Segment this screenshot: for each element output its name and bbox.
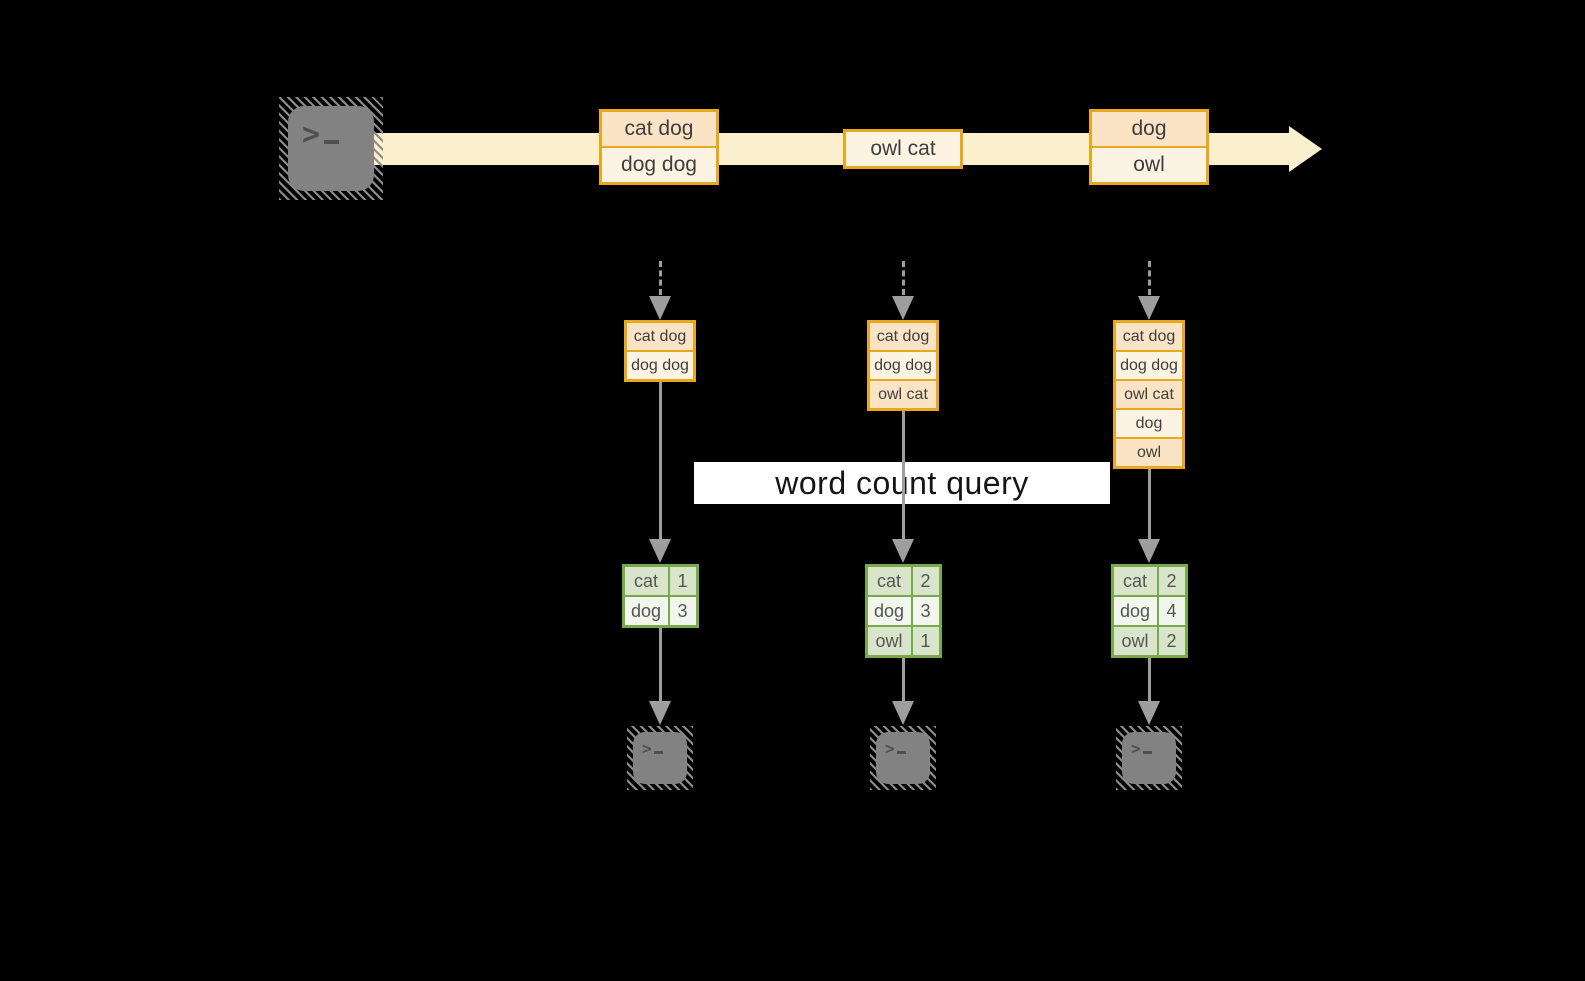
stream-batch-row: dog dog bbox=[602, 146, 716, 182]
output-terminal-icon: > bbox=[1116, 726, 1182, 790]
input-stream-arrow-head bbox=[1289, 126, 1322, 172]
dashed-arrow-line bbox=[658, 261, 662, 295]
dashed-arrow-head bbox=[649, 296, 671, 320]
state-row: owl bbox=[1116, 437, 1182, 466]
output-arrow-line bbox=[658, 628, 662, 701]
count-table-count-cell: 2 bbox=[1158, 567, 1185, 595]
count-table-word-cell: cat bbox=[624, 567, 670, 595]
count-table-word-cell: cat bbox=[1113, 567, 1159, 595]
count-table-count-cell: 1 bbox=[669, 567, 696, 595]
output-terminal-body: > bbox=[876, 732, 930, 784]
count-table-word-cell: dog bbox=[624, 595, 670, 625]
state-row: dog dog bbox=[870, 350, 936, 379]
stream-batch-row: owl bbox=[1092, 146, 1206, 182]
terminal-prompt-glyph: > bbox=[885, 741, 906, 757]
source-terminal-icon: > bbox=[279, 97, 383, 200]
state-row: dog dog bbox=[627, 350, 693, 379]
dashed-arrow-line bbox=[901, 261, 905, 295]
count-table-count-cell: 3 bbox=[669, 595, 696, 625]
stream-batch-row: dog bbox=[1092, 112, 1206, 146]
query-arrow-line bbox=[658, 382, 662, 540]
stream-batch-row: cat dog bbox=[602, 112, 716, 146]
query-arrow-head bbox=[892, 539, 914, 563]
query-arrow-line bbox=[901, 411, 905, 540]
count-table-word-cell: owl bbox=[1113, 625, 1159, 655]
output-terminal-icon: > bbox=[627, 726, 693, 790]
output-arrow-head bbox=[892, 701, 914, 725]
count-table-count-cell: 2 bbox=[1158, 625, 1185, 655]
dashed-arrow-head bbox=[1138, 296, 1160, 320]
output-terminal-body: > bbox=[1122, 732, 1176, 784]
count-table-word-cell: dog bbox=[1113, 595, 1159, 625]
dashed-arrow-head bbox=[892, 296, 914, 320]
state-row: cat dog bbox=[627, 323, 693, 350]
count-table-count-cell: 4 bbox=[1158, 595, 1185, 625]
state-row: cat dog bbox=[870, 323, 936, 350]
dashed-arrow-line bbox=[1147, 261, 1151, 295]
source-terminal-body: > bbox=[288, 106, 374, 191]
count-table-word-cell: dog bbox=[867, 595, 913, 625]
stream-batch-row: owl cat bbox=[846, 132, 960, 166]
state-row: owl cat bbox=[1116, 379, 1182, 408]
output-arrow-head bbox=[1138, 701, 1160, 725]
output-arrow-line bbox=[1147, 658, 1151, 701]
state-row: cat dog bbox=[1116, 323, 1182, 350]
state-row: dog dog bbox=[1116, 350, 1182, 379]
output-arrow-head bbox=[649, 701, 671, 725]
output-terminal-body: > bbox=[633, 732, 687, 784]
output-terminal-icon: > bbox=[870, 726, 936, 790]
count-table-count-cell: 2 bbox=[912, 567, 939, 595]
query-arrow-head bbox=[1138, 539, 1160, 563]
count-table-count-cell: 3 bbox=[912, 595, 939, 625]
count-table-word-cell: cat bbox=[867, 567, 913, 595]
count-table-count-cell: 1 bbox=[912, 625, 939, 655]
stream-batch-box: owl cat bbox=[843, 129, 963, 169]
terminal-prompt-glyph: > bbox=[642, 741, 663, 757]
output-arrow-line bbox=[901, 658, 905, 701]
terminal-prompt-glyph: > bbox=[1131, 741, 1152, 757]
state-row: dog bbox=[1116, 408, 1182, 437]
count-table-word-cell: owl bbox=[867, 625, 913, 655]
state-row: owl cat bbox=[870, 379, 936, 408]
query-arrow-head bbox=[649, 539, 671, 563]
query-arrow-line bbox=[1147, 469, 1151, 540]
terminal-prompt-glyph: > bbox=[302, 120, 340, 150]
